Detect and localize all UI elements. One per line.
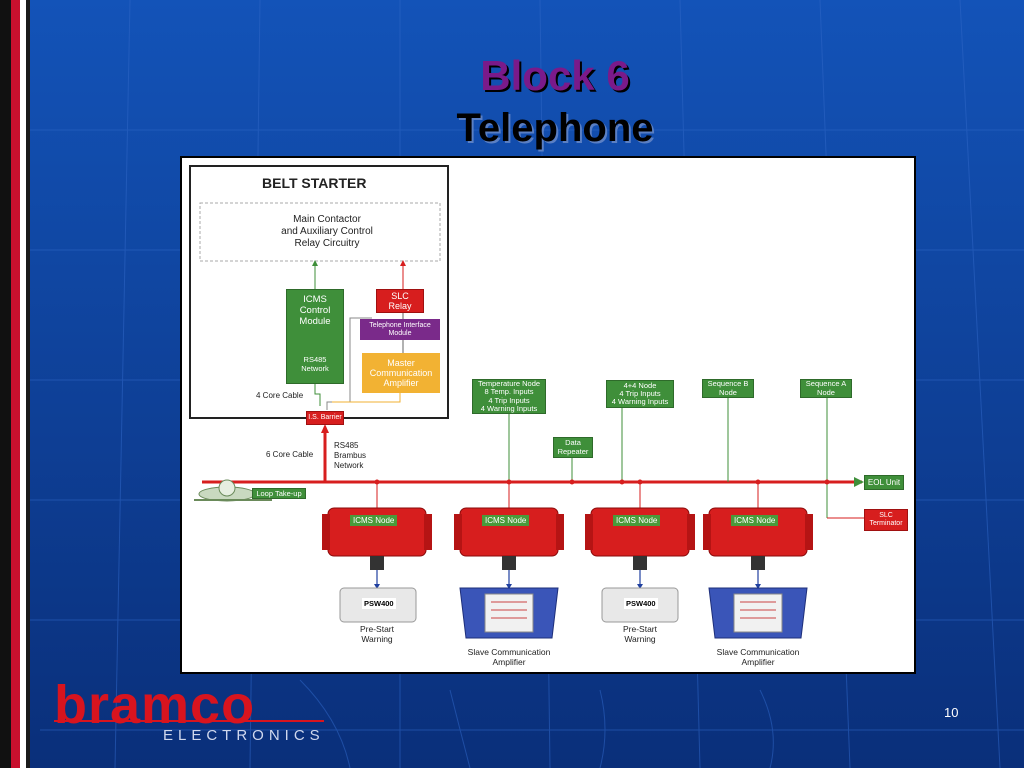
bramco-logo: bramco — [54, 675, 256, 735]
sequence-a-node: Sequence A Node — [800, 379, 852, 398]
is-barrier: I.S. Barrier — [306, 411, 344, 425]
loop-takeup-label: Loop Take-up — [252, 488, 306, 499]
icms-node-label-2: ICMS Node — [482, 515, 530, 526]
four-core-cable-label: 4 Core Cable — [256, 391, 304, 400]
four-four-node: 4+4 Node 4 Trip Inputs 4 Warning Inputs — [606, 380, 674, 408]
icms-node-label-4: ICMS Node — [731, 515, 779, 526]
circuitry-label: Main Contactor and Auxiliary Control Rel… — [281, 214, 373, 249]
icms-control-module: ICMS Control Module RS485 Network — [286, 289, 344, 384]
page-number: 10 — [944, 705, 959, 720]
psw400-label-1: PSW400 — [362, 598, 396, 609]
slc-terminator: SLC Terminator — [864, 509, 908, 531]
sequence-b-node: Sequence B Node — [702, 379, 754, 398]
slc-relay: SLC Relay — [376, 289, 424, 313]
icms-node-label-3: ICMS Node — [613, 515, 661, 526]
logo-electronics: ELECTRONICS — [163, 727, 325, 744]
telephone-interface-module: Telephone Interface Module — [360, 319, 440, 340]
rs485-network-label: RS485 Brambus Network — [334, 441, 367, 470]
master-communication-amplifier: Master Communication Amplifier — [362, 353, 440, 393]
six-core-cable-label: 6 Core Cable — [266, 450, 314, 459]
icms-node-label-1: ICMS Node — [350, 515, 398, 526]
data-repeater: Data Repeater — [553, 437, 593, 458]
slide-subtitle: Telephone — [456, 106, 654, 150]
temperature-node: Temperature Node 8 Temp. Inputs 4 Trip I… — [472, 379, 546, 414]
belt-starter-title: BELT STARTER — [262, 175, 367, 191]
eol-unit: EOL Unit — [864, 475, 904, 490]
psw400-label-2: PSW400 — [624, 598, 658, 609]
slide-title: Block 6 — [480, 52, 630, 99]
logo-underline — [54, 720, 324, 722]
diagram-panel: BELT STARTER Main Contactor and Auxiliar… — [180, 156, 916, 674]
